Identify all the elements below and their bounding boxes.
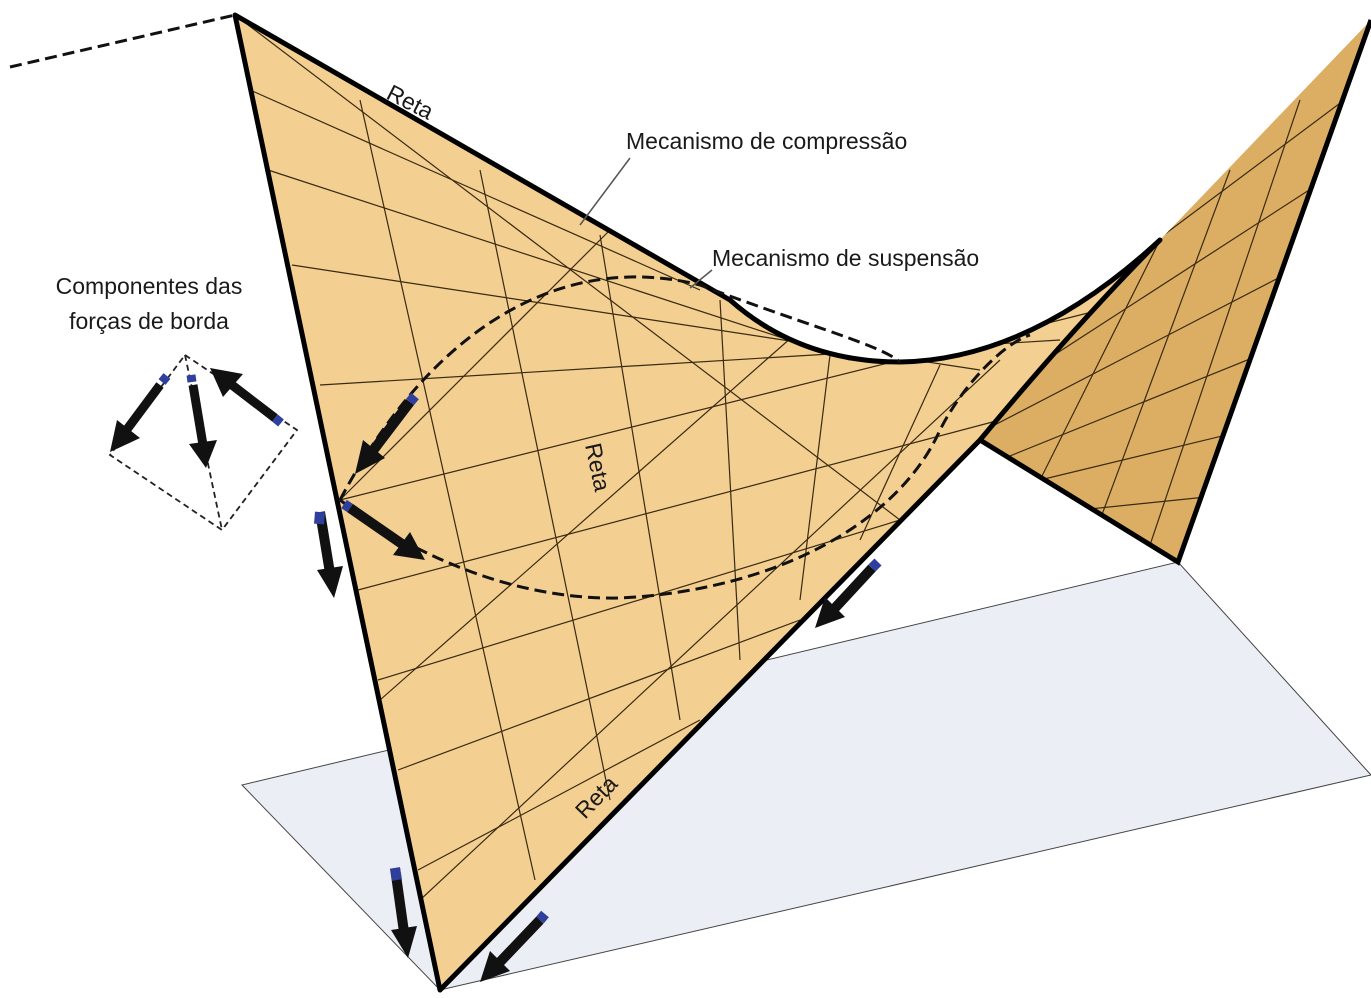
compression-curve (338, 275, 901, 501)
front-outline (232, 12, 1163, 993)
label-edge-forces-line1: Componentes das (56, 273, 243, 299)
edge-force-components (108, 353, 299, 532)
surface-back-wing (978, 19, 1371, 566)
force-arrows (314, 392, 882, 982)
compression-leader (579, 157, 631, 226)
dashed-extension (9, 13, 236, 69)
label-edge-forces-line2: forças de borda (69, 308, 229, 334)
surface-front (232, 12, 1163, 993)
label-suspension: Mecanismo de suspensão (712, 245, 979, 271)
suspension-curve (339, 333, 1031, 600)
suspension-leader (689, 269, 713, 289)
label-compression: Mecanismo de compressão (626, 128, 907, 154)
